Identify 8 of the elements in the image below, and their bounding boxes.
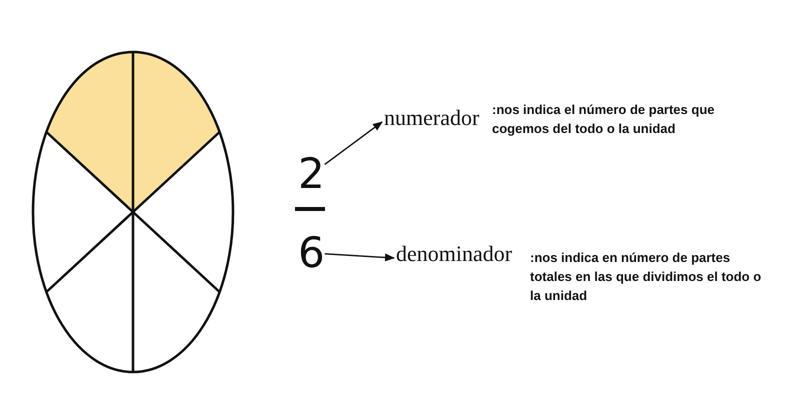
definition-text: :nos indica en número de partes totales en las que dividimos el todo o la unidad — [530, 249, 762, 305]
denominator-digit: 6 — [298, 232, 325, 274]
arrow — [324, 253, 395, 262]
numerator-digit: 2 — [298, 153, 325, 195]
denominator-term: denominador — [396, 243, 512, 265]
arrow — [324, 121, 383, 165]
numerator-term: numerador — [384, 107, 480, 129]
definition-text: :nos indica el número de partes que cogemos del todo o la unidad — [492, 101, 716, 138]
